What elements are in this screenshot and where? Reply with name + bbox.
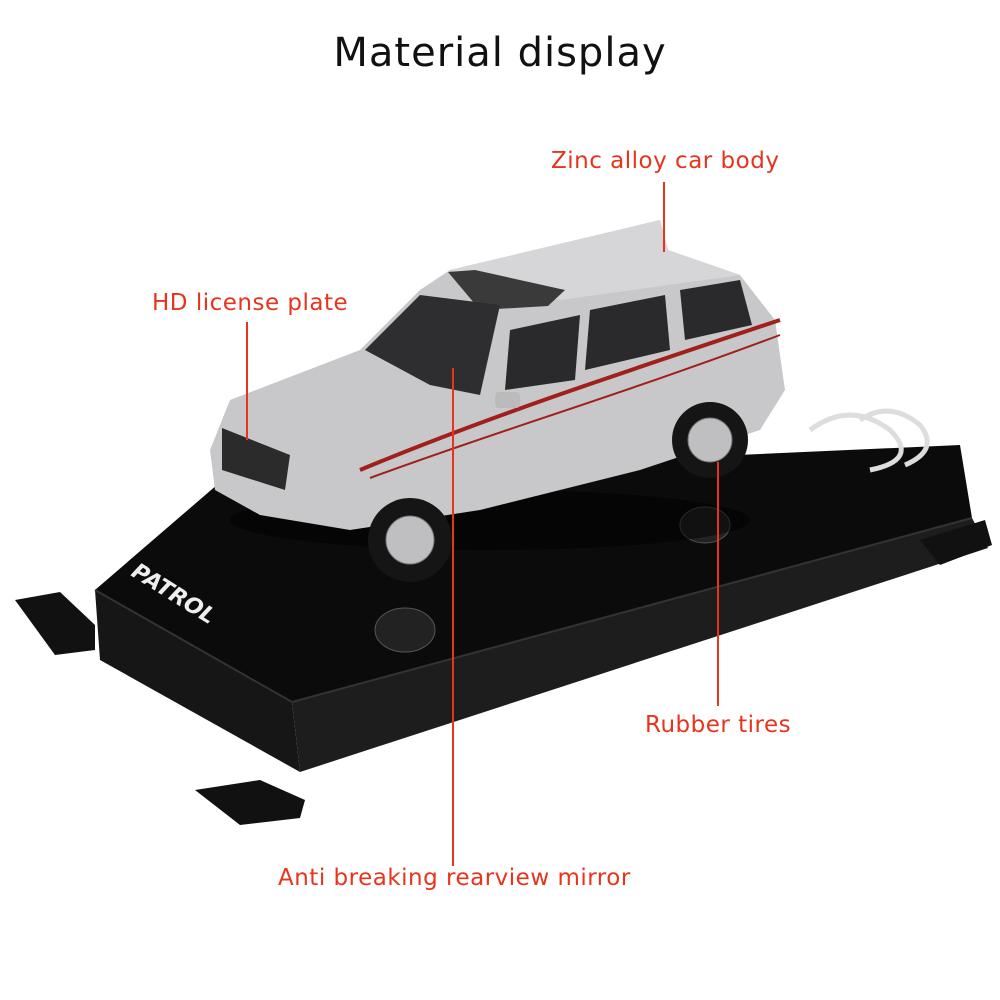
callout-mirror-label: Anti breaking rearview mirror xyxy=(278,865,631,891)
page-title: Material display xyxy=(333,30,667,76)
callout-plate-line xyxy=(246,322,248,440)
callout-tires-label: Rubber tires xyxy=(645,712,792,738)
callout-tires-line xyxy=(717,462,719,706)
model-car xyxy=(210,220,785,582)
rearview-mirror xyxy=(495,392,520,408)
callout-mirror-line xyxy=(452,368,454,866)
callout-plate-label: HD license plate xyxy=(152,290,349,316)
callout-body-line xyxy=(663,182,665,252)
callout-body-label: Zinc alloy car body xyxy=(551,148,780,174)
base-emblem xyxy=(808,408,930,473)
